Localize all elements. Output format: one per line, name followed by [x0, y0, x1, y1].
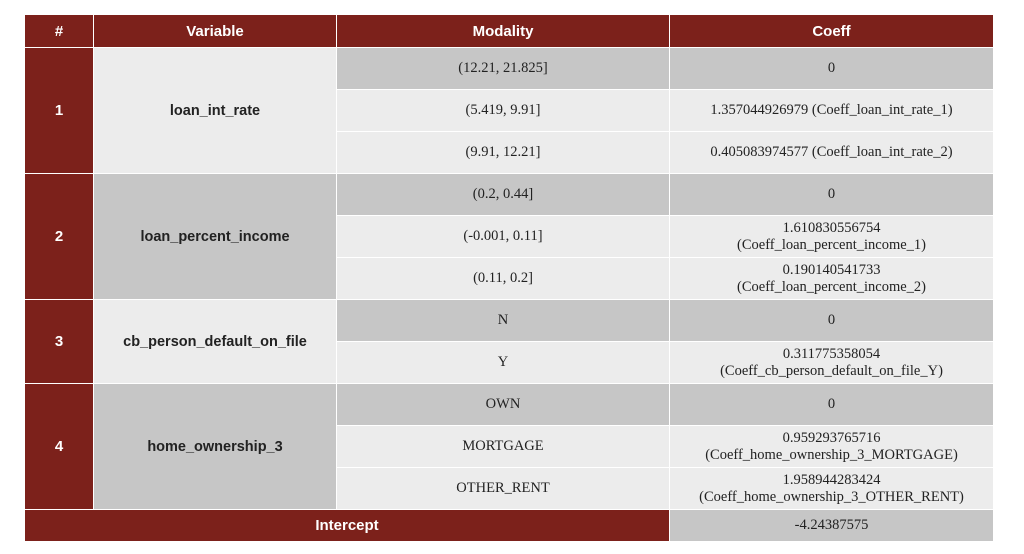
- row-number: 3: [24, 299, 94, 384]
- coeff-cell: 1.610830556754(Coeff_loan_percent_income…: [669, 215, 994, 258]
- coeff-line: (Coeff_cb_person_default_on_file_Y): [720, 362, 943, 379]
- table-row: (5.419, 9.91] 1.357044926979 (Coeff_loan_…: [25, 89, 994, 132]
- variable-name: loan_percent_income: [93, 173, 337, 300]
- modality-cell: (9.91, 12.21]: [336, 131, 670, 174]
- modality-cell: Y: [336, 341, 670, 384]
- intercept-row: Intercept-4.24387575: [24, 509, 994, 542]
- modality-cell: (12.21, 21.825]: [336, 47, 670, 90]
- coeff-cell: 0.311775358054(Coeff_cb_person_default_o…: [669, 341, 994, 384]
- variable-name: home_ownership_3: [93, 383, 337, 510]
- coeff-line: 1.958944283424: [782, 471, 881, 488]
- coeff-line: 0: [827, 60, 836, 76]
- coeff-line: 0.311775358054: [782, 345, 881, 362]
- table-row: (0.11, 0.2]0.190140541733(Coeff_loan_per…: [25, 257, 994, 300]
- coeff-cell: 0: [669, 383, 994, 426]
- coeff-line: (Coeff_loan_percent_income_2): [737, 278, 926, 295]
- header-modality: Modality: [336, 14, 670, 48]
- coeff-line: 0: [827, 396, 836, 412]
- modality-cell: N: [336, 299, 670, 342]
- coeff-line: (Coeff_loan_percent_income_1): [737, 236, 926, 253]
- coeff-cell: 0: [669, 173, 994, 216]
- modality-cell: (-0.001, 0.11]: [336, 215, 670, 258]
- coeff-cell: 0.405083974577 (Coeff_loan_int_rate_2): [669, 131, 994, 174]
- coeff-line: 1.357044926979 (Coeff_loan_int_rate_1): [710, 102, 953, 118]
- coeff-line: 0: [827, 312, 836, 328]
- coeff-cell: 0.959293765716(Coeff_home_ownership_3_MO…: [669, 425, 994, 468]
- coeff-line: 0.190140541733: [782, 261, 881, 278]
- table-row: (9.91, 12.21] 0.405083974577 (Coeff_loan_…: [25, 131, 994, 174]
- header-row: # Variable Modality Coeff: [24, 14, 994, 48]
- coeff-line: (Coeff_home_ownership_3_MORTGAGE): [705, 446, 958, 463]
- intercept-value: -4.24387575: [669, 509, 994, 542]
- coeff-line: 0.959293765716: [782, 429, 881, 446]
- coeff-line: (Coeff_home_ownership_3_OTHER_RENT): [699, 488, 964, 505]
- header-num: #: [24, 14, 94, 48]
- header-coeff: Coeff: [669, 14, 994, 48]
- modality-cell: MORTGAGE: [336, 425, 670, 468]
- coeff-line: 0: [827, 186, 836, 202]
- row-number: 2: [24, 173, 94, 300]
- coeff-cell: 1.357044926979 (Coeff_loan_int_rate_1): [669, 89, 994, 132]
- modality-cell: OTHER_RENT: [336, 467, 670, 510]
- modality-cell: (0.2, 0.44]: [336, 173, 670, 216]
- table-row: (-0.001, 0.11]1.610830556754(Coeff_loan_…: [25, 215, 994, 258]
- coeff-cell: 0: [669, 299, 994, 342]
- coeff-line: 0.405083974577 (Coeff_loan_int_rate_2): [710, 144, 953, 160]
- row-number: 1: [24, 47, 94, 174]
- modality-cell: (0.11, 0.2]: [336, 257, 670, 300]
- coeff-cell: 0.190140541733(Coeff_loan_percent_income…: [669, 257, 994, 300]
- intercept-label: Intercept: [24, 509, 670, 542]
- variable-name: cb_person_default_on_file: [93, 299, 337, 384]
- variable-name: loan_int_rate: [93, 47, 337, 174]
- coeff-line: 1.610830556754: [782, 219, 881, 236]
- modality-cell: OWN: [336, 383, 670, 426]
- coeff-cell: 0: [669, 47, 994, 90]
- modality-cell: (5.419, 9.91]: [336, 89, 670, 132]
- coeff-cell: 1.958944283424(Coeff_home_ownership_3_OT…: [669, 467, 994, 510]
- row-number: 4: [24, 383, 94, 510]
- header-variable: Variable: [93, 14, 337, 48]
